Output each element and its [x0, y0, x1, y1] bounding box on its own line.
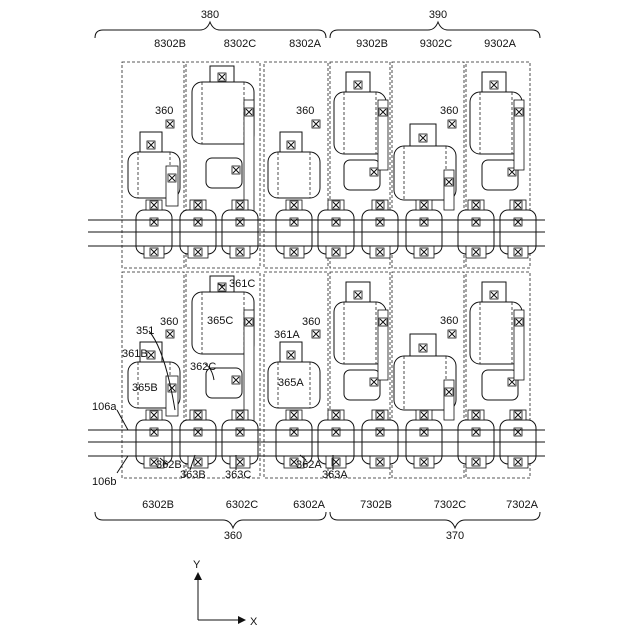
ref-362B: 362B — [156, 459, 182, 471]
ref-363C: 363C — [225, 469, 251, 481]
ref-365A: 365A — [278, 377, 304, 389]
group-label-360: 360 — [224, 530, 242, 542]
ref-360-bottom-1: 360 — [160, 316, 178, 328]
top-cell-row — [122, 62, 536, 268]
cell-label-9302A: 9302A — [484, 38, 516, 50]
ref-363B: 363B — [180, 469, 206, 481]
ref-361A: 361A — [274, 329, 300, 341]
cell-label-8302C: 8302C — [224, 38, 256, 50]
axis-y-label: Y — [193, 559, 201, 571]
cell-label-7302C: 7302C — [434, 499, 466, 511]
gate-block — [268, 152, 320, 198]
cell-label-8302B: 8302B — [154, 38, 186, 50]
cell-label-6302C: 6302C — [226, 499, 258, 511]
ref-365C: 365C — [207, 315, 233, 327]
cell-label-9302B: 9302B — [356, 38, 388, 50]
cell-label-6302A: 6302A — [293, 499, 325, 511]
ref-360-top-1: 360 — [155, 105, 173, 117]
ref-361C: 361C — [229, 278, 255, 290]
axis-x-label: X — [250, 616, 258, 628]
cell-label-6302B: 6302B — [142, 499, 174, 511]
vertical-strip — [166, 166, 178, 206]
ref-360-top-3: 360 — [440, 105, 458, 117]
ref-362C: 362C — [190, 361, 216, 373]
vertical-strip — [444, 380, 454, 420]
vertical-strip — [444, 170, 454, 210]
ref-360-top-2: 360 — [296, 105, 314, 117]
cell-label-8302A: 8302A — [289, 38, 321, 50]
line-label-106a: 106a — [92, 401, 117, 413]
ref-360-bottom-2: 360 — [302, 316, 320, 328]
ref-365B: 365B — [132, 382, 158, 394]
cell-label-7302B: 7302B — [360, 499, 392, 511]
bottom-cell-row — [122, 272, 536, 478]
cell-label-9302C: 9302C — [420, 38, 452, 50]
axis-indicator: Y X — [193, 559, 258, 628]
group-label-370: 370 — [446, 530, 464, 542]
ref-363A: 363A — [322, 469, 348, 481]
ref-362A: 362A — [296, 459, 322, 471]
group-label-390: 390 — [429, 9, 447, 21]
ref-360-bottom-3: 360 — [440, 315, 458, 327]
ref-361B: 361B — [122, 348, 148, 360]
line-label-106b: 106b — [92, 476, 116, 488]
cell-label-7302A: 7302A — [506, 499, 538, 511]
group-label-380: 380 — [201, 9, 219, 21]
